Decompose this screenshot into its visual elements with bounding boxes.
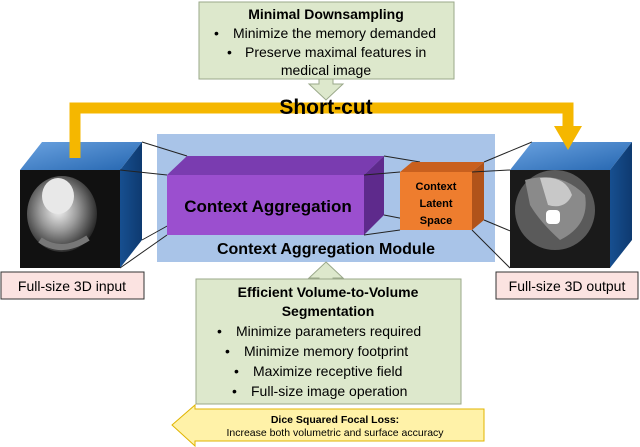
loss-title: Dice Squared Focal Loss:	[271, 414, 399, 426]
top-box-bullet-2-cont: medical image	[281, 62, 371, 78]
bottom-box-title-2: Segmentation	[282, 303, 375, 319]
context-aggregation-label: Context Aggregation	[184, 197, 351, 216]
bullet-dot: •	[217, 323, 222, 339]
context-aggregation-block: Context Aggregation	[167, 156, 384, 235]
minimal-downsampling-box: Minimal Downsampling • Minimize the memo…	[198, 1, 455, 80]
bullet-dot: •	[214, 25, 219, 41]
top-box-bullet-1: Minimize the memory demanded	[233, 25, 436, 41]
context-latent-space-block: Context Latent Space	[400, 162, 484, 230]
dice-loss-arrow: Dice Squared Focal Loss: Increase both v…	[171, 403, 485, 447]
output-volume-cube	[510, 142, 632, 268]
latent-space-line-3: Space	[420, 215, 452, 227]
input-label: Full-size 3D input	[18, 278, 126, 294]
latent-space-line-2: Latent	[420, 198, 453, 210]
output-label: Full-size 3D output	[509, 278, 626, 294]
shortcut-arrow	[69, 102, 582, 158]
shortcut-label: Short-cut	[279, 96, 372, 119]
top-box-title: Minimal Downsampling	[248, 6, 404, 22]
top-box-bullet-2: Preserve maximal features in	[245, 44, 426, 60]
input-volume-cube	[20, 142, 142, 268]
bottom-box-bullet-2: Minimize memory footprint	[244, 343, 408, 359]
output-label-box: Full-size 3D output	[495, 271, 639, 300]
down-arrow-top	[307, 78, 345, 101]
bottom-box-title-1: Efficient Volume-to-Volume	[238, 284, 419, 300]
input-label-box: Full-size 3D input	[0, 271, 145, 300]
bullet-dot: •	[234, 363, 239, 379]
loss-subtitle: Increase both volumetric and surface acc…	[226, 427, 444, 439]
bottom-box-bullet-3: Maximize receptive field	[253, 363, 402, 379]
latent-space-line-1: Context	[416, 181, 457, 193]
module-label: Context Aggregation Module	[217, 241, 435, 258]
efficient-segmentation-box: Efficient Volume-to-Volume Segmentation …	[195, 278, 462, 405]
bullet-dot: •	[232, 383, 237, 399]
bottom-box-bullet-1: Minimize parameters required	[236, 323, 421, 339]
bullet-dot: •	[225, 343, 230, 359]
bullet-dot: •	[227, 44, 232, 60]
bottom-box-bullet-4: Full-size image operation	[251, 383, 407, 399]
